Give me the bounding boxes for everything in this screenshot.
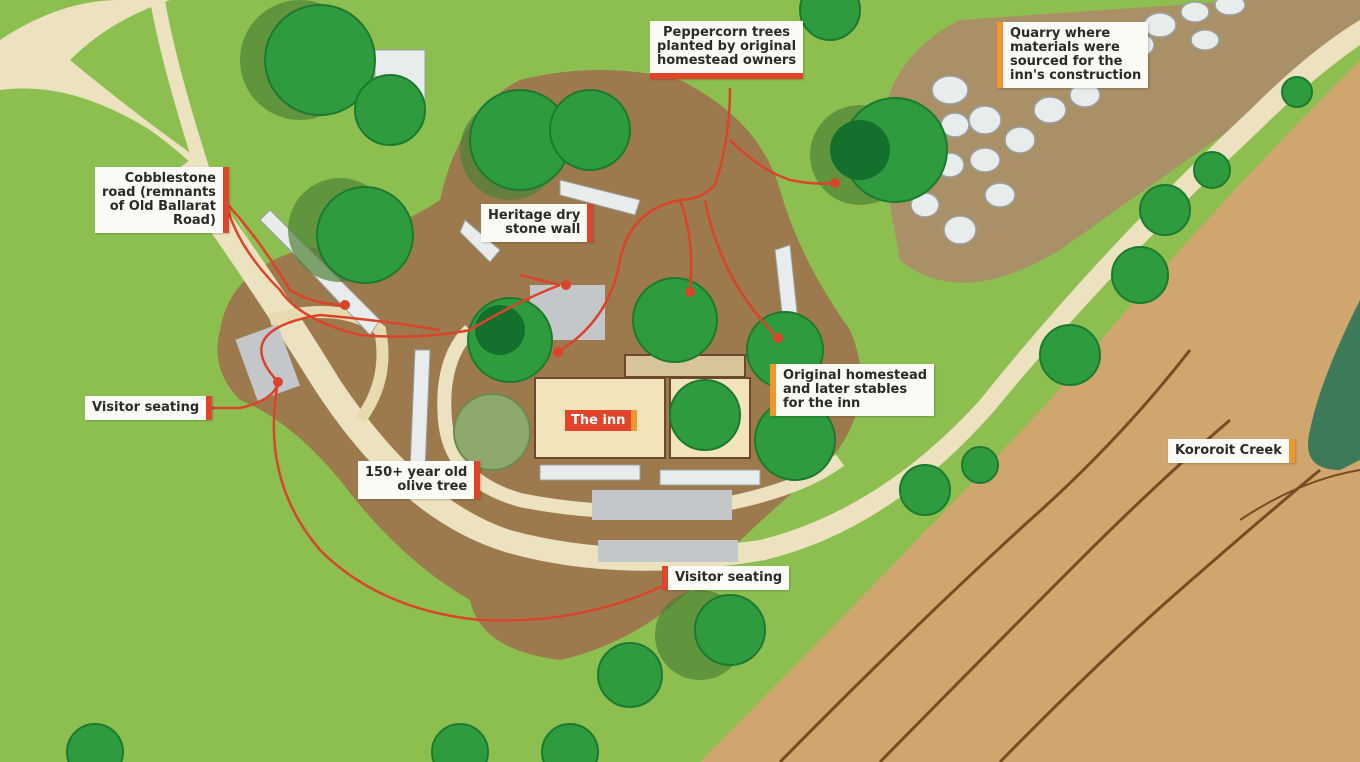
label-line: homestead owners xyxy=(657,53,797,68)
marker-seating-left xyxy=(273,377,283,387)
marker-peppercorn-2 xyxy=(685,287,695,297)
label-line: Quarry where xyxy=(1010,26,1111,41)
leader-line-seating-bottom xyxy=(272,381,666,622)
label-line: Visitor seating xyxy=(92,400,200,415)
quarry-stone xyxy=(984,182,1016,208)
tree xyxy=(549,89,631,171)
label-line: 150+ year old xyxy=(365,465,468,480)
creek-crack-3 xyxy=(998,468,1321,762)
creek-crack-1 xyxy=(778,349,1192,762)
tree xyxy=(597,642,663,708)
quarry-stone xyxy=(931,75,969,105)
tree xyxy=(264,4,376,116)
tree xyxy=(541,723,599,762)
visitor-seating-bottom-area xyxy=(598,540,738,562)
olive-tree xyxy=(453,393,531,471)
tree xyxy=(1111,246,1169,304)
label-line: Heritage dry xyxy=(488,208,581,223)
label-visitor-seating-left: Visitor seating xyxy=(85,396,213,420)
label-line: for the inn xyxy=(783,396,861,411)
tree xyxy=(354,74,426,146)
stone-wall-top xyxy=(559,179,641,216)
leader-line-peppercorn-2 xyxy=(678,199,693,293)
stone-wall-bottom-2 xyxy=(659,469,761,486)
tree xyxy=(669,379,741,451)
label-olive-tree: 150+ year old olive tree xyxy=(358,461,481,499)
quarry-stone xyxy=(968,105,1002,135)
pavement-bottom xyxy=(592,490,732,520)
tree xyxy=(1193,151,1231,189)
tree xyxy=(899,464,951,516)
label-cobblestone-road: Cobblestone road (remnants of Old Ballar… xyxy=(95,167,229,233)
marker-homestead xyxy=(773,333,783,343)
leader-line-cobblestone xyxy=(227,204,346,307)
label-line: stone wall xyxy=(505,222,581,237)
label-line: Cobblestone xyxy=(124,171,216,186)
label-line: Road) xyxy=(172,213,216,228)
label-peppercorn-trees: Peppercorn trees planted by original hom… xyxy=(650,21,804,79)
label-line: The inn xyxy=(571,413,626,428)
top-left-road xyxy=(0,0,250,240)
quarry-stone xyxy=(1033,96,1067,124)
tree xyxy=(1281,76,1313,108)
label-line: materials were xyxy=(1010,40,1120,55)
stone-wall-bottom-1 xyxy=(539,464,641,481)
leader-line-cobblestone-2 xyxy=(226,209,561,338)
marker-cobblestone xyxy=(340,300,350,310)
creek-water xyxy=(1308,300,1360,470)
label-line: inn's construction xyxy=(1010,68,1142,83)
leader-line-peppercorn-1 xyxy=(557,87,732,354)
leader-line-wall xyxy=(519,273,561,287)
tree xyxy=(1039,324,1101,386)
label-the-inn: The inn xyxy=(565,410,638,431)
tree xyxy=(694,594,766,666)
leader-line-seating-loop xyxy=(260,313,441,383)
peppercorn-tree xyxy=(830,120,890,180)
label-kororoit-creek: Kororoit Creek xyxy=(1168,439,1295,463)
quarry-stone xyxy=(969,147,1001,173)
tree xyxy=(1139,184,1191,236)
road-spur xyxy=(150,0,210,170)
tree-dark xyxy=(475,305,525,355)
label-original-homestead: Original homestead and later stables for… xyxy=(770,364,935,416)
tree xyxy=(66,723,124,762)
label-line: Visitor seating xyxy=(675,570,783,585)
loop-path xyxy=(437,325,845,519)
label-quarry: Quarry where materials were sourced for … xyxy=(997,22,1149,88)
quarry-stone xyxy=(1190,29,1220,51)
tree xyxy=(431,723,489,762)
quarry-stone xyxy=(1180,1,1210,23)
label-line: Original homestead xyxy=(783,368,928,383)
marker-peppercorn-1 xyxy=(553,347,563,357)
label-line: planted by original xyxy=(657,39,797,54)
label-line: and later stables xyxy=(783,382,908,397)
creek-bed xyxy=(700,60,1360,762)
label-heritage-wall: Heritage dry stone wall xyxy=(481,204,594,242)
tree xyxy=(632,277,718,363)
marker-peppercorn-3 xyxy=(830,178,840,188)
label-line: olive tree xyxy=(397,479,468,494)
label-visitor-seating-bottom: Visitor seating xyxy=(662,566,790,590)
quarry-stone xyxy=(1004,126,1036,154)
label-line: Kororoit Creek xyxy=(1175,443,1282,458)
quarry-stone xyxy=(943,215,977,245)
tree xyxy=(316,186,414,284)
quarry-stone xyxy=(1214,0,1246,16)
label-line: of Old Ballarat xyxy=(109,199,216,214)
leader-line-homestead xyxy=(703,199,779,339)
label-line: Peppercorn trees xyxy=(663,25,791,40)
label-line: sourced for the xyxy=(1010,54,1123,69)
leader-line-peppercorn-3 xyxy=(729,139,836,185)
marker-shelter xyxy=(561,280,571,290)
tree xyxy=(961,446,999,484)
side-path xyxy=(268,306,389,424)
visitor-seating-left-area xyxy=(235,324,300,401)
label-line: road (remnants xyxy=(102,185,216,200)
quarry-stone xyxy=(1143,12,1177,38)
creek-crack-4 xyxy=(1239,469,1360,521)
tree xyxy=(799,0,861,41)
